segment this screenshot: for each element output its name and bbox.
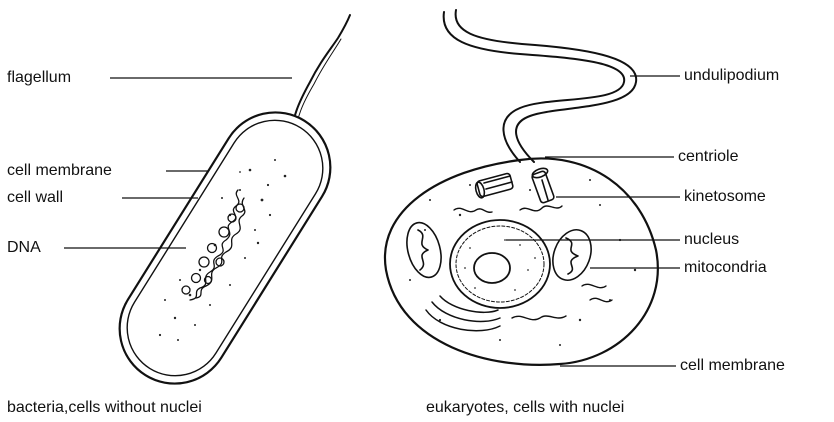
caption-bacteria: bacteria,cells without nuclei bbox=[7, 399, 202, 417]
label-cell-wall: cell wall bbox=[7, 189, 63, 207]
eukaryote-nucleus bbox=[450, 220, 550, 308]
eukaryote-nucleolus bbox=[474, 253, 510, 283]
label-mitocondria: mitocondria bbox=[684, 259, 767, 277]
label-bacterium-membrane: cell membrane bbox=[7, 162, 112, 180]
label-centriole: centriole bbox=[678, 148, 738, 166]
eukaryote-centriole bbox=[474, 173, 513, 199]
caption-eukaryotes: eukaryotes, cells with nuclei bbox=[426, 399, 624, 417]
eukaryote-cell bbox=[385, 10, 658, 365]
eukaryote-mitochondrion-left bbox=[401, 219, 446, 281]
label-eukaryote-membrane: cell membrane bbox=[680, 357, 785, 375]
bacterium-cell bbox=[99, 15, 351, 404]
label-kinetosome: kinetosome bbox=[684, 188, 766, 206]
label-undulipodium: undulipodium bbox=[684, 67, 779, 85]
eukaryote-kinetosome bbox=[531, 167, 555, 204]
eukaryote-mitochondrion-right bbox=[546, 224, 598, 285]
label-nucleus: nucleus bbox=[684, 231, 739, 249]
label-dna: DNA bbox=[7, 239, 41, 257]
eukaryote-cytoplasm bbox=[409, 179, 636, 346]
label-flagellum: flagellum bbox=[7, 69, 71, 87]
eukaryote-cell-membrane bbox=[385, 158, 658, 364]
